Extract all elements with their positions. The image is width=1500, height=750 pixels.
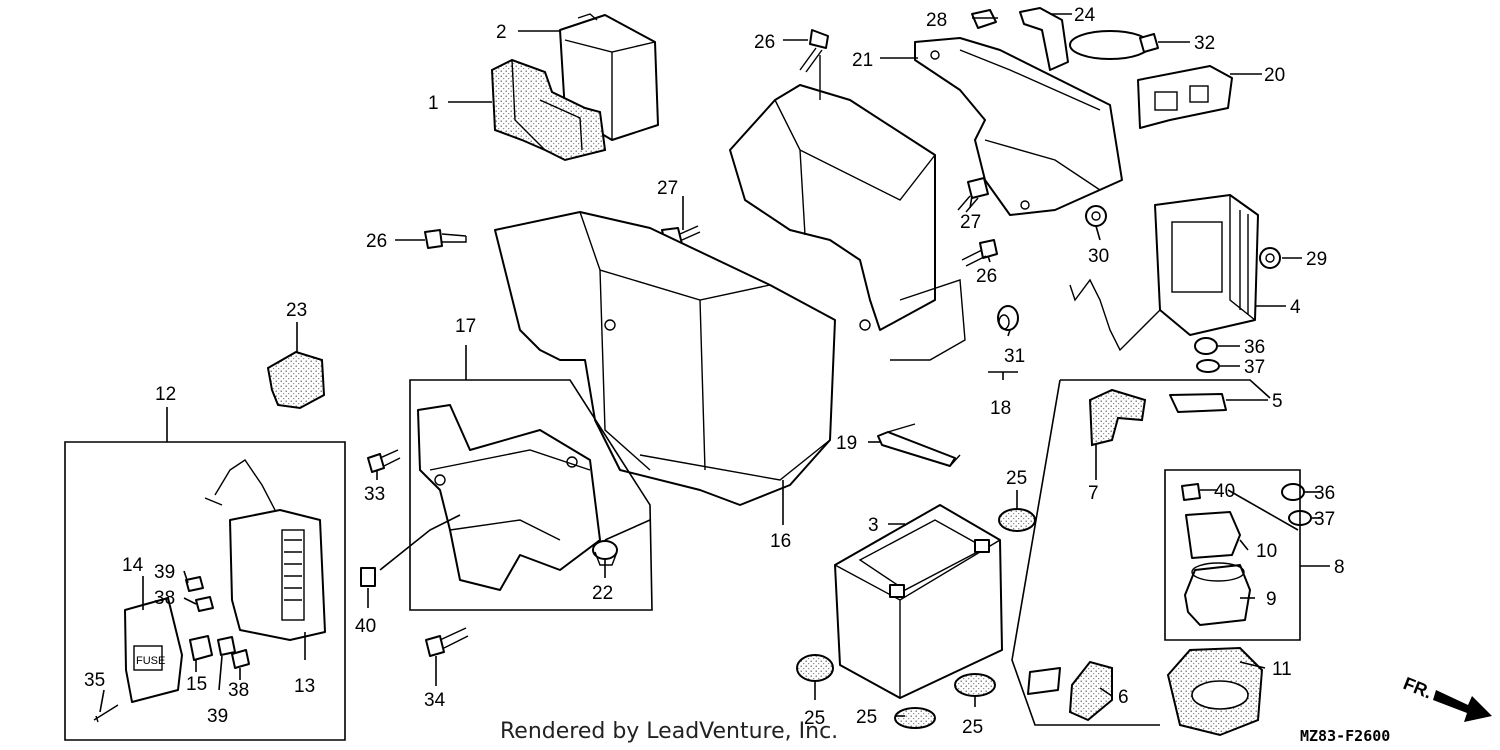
callout-34: 34 — [424, 690, 446, 711]
callout-27-left: 27 — [657, 178, 678, 199]
callout-18: 18 — [990, 398, 1011, 419]
callout-25-a: 25 — [1006, 468, 1027, 489]
part-25-pad-b — [796, 654, 834, 682]
part-40-clip-left — [360, 567, 376, 587]
callout-40-relay: 40 — [1214, 481, 1235, 502]
callout-5: 5 — [1272, 391, 1283, 412]
callout-37-lower: 37 — [1314, 509, 1335, 530]
callout-28: 28 — [926, 10, 947, 31]
callout-9: 9 — [1266, 589, 1277, 610]
part-25-pad-d — [954, 673, 996, 697]
part-21-upper-tray — [914, 37, 1123, 216]
callout-1: 1 — [428, 93, 439, 114]
callout-17: 17 — [455, 316, 476, 337]
part-27-bolt-right — [957, 177, 989, 213]
part-19-bolt — [877, 423, 961, 467]
callout-13: 13 — [294, 676, 315, 697]
part-33-bolt — [367, 449, 401, 473]
part-30-nut — [1085, 205, 1107, 227]
callout-7: 7 — [1088, 483, 1099, 504]
callout-24: 24 — [1074, 5, 1096, 26]
callout-14: 14 — [122, 555, 144, 576]
callout-30: 30 — [1088, 246, 1109, 267]
part-26-bolt-right — [961, 239, 998, 267]
callout-25-d: 25 — [962, 717, 983, 738]
part-28-nut — [971, 9, 997, 29]
part-26-bolt-top — [799, 29, 829, 73]
part-20-bracket — [1137, 65, 1233, 129]
callout-40-left: 40 — [355, 616, 376, 637]
fuse-lid-label: FUSE — [136, 655, 165, 667]
callout-25-c: 25 — [856, 707, 877, 728]
callout-37-upper: 37 — [1244, 357, 1265, 378]
part-17-lower-holder-group — [409, 379, 653, 611]
callout-36-lower: 36 — [1314, 483, 1335, 504]
part-1-rubber-mount — [490, 58, 607, 162]
callout-36-upper: 36 — [1244, 337, 1265, 358]
callout-22: 22 — [592, 583, 613, 604]
part-26-bolt-left — [424, 229, 467, 249]
callout-26-top: 26 — [754, 32, 775, 53]
part-6-cap — [1068, 660, 1113, 722]
part-23-clip-cover — [266, 350, 326, 410]
callout-26-left: 26 — [366, 231, 387, 252]
part-8-relay-group — [1164, 469, 1301, 641]
callout-3: 3 — [868, 515, 879, 536]
callout-19: 19 — [836, 433, 857, 454]
callout-39-bottom: 39 — [207, 706, 228, 727]
part-32-band — [1069, 30, 1159, 60]
callout-11: 11 — [1272, 659, 1292, 680]
part-25-pad-a — [998, 508, 1036, 532]
callout-10: 10 — [1256, 541, 1277, 562]
front-marker-text: FR. — [1401, 673, 1435, 702]
callout-25-b: 25 — [804, 708, 825, 729]
callout-23: 23 — [286, 300, 307, 321]
callout-29: 29 — [1306, 249, 1327, 270]
callout-20: 20 — [1264, 65, 1285, 86]
callout-32: 32 — [1194, 33, 1215, 54]
part-12-fuse-box-group — [64, 441, 346, 741]
callout-35: 35 — [84, 670, 105, 691]
callout-27-right: 27 — [960, 212, 981, 233]
callout-38-top: 38 — [154, 588, 175, 609]
part-37-washer-upper — [1196, 359, 1220, 373]
callout-15: 15 — [186, 674, 207, 695]
part-29-nut — [1259, 247, 1281, 269]
callout-31: 31 — [1004, 346, 1025, 367]
callout-8: 8 — [1334, 557, 1345, 578]
part-36-nut-upper — [1194, 337, 1218, 355]
callout-2: 2 — [496, 22, 507, 43]
callout-26-right: 26 — [976, 266, 997, 287]
part-4-regulator-rectifier — [1069, 194, 1259, 352]
part-11-relay-rubber — [1166, 646, 1264, 737]
callout-33: 33 — [364, 484, 385, 505]
part-34-bolt — [425, 627, 469, 657]
front-arrow-icon — [1433, 690, 1492, 722]
leader-lines — [99, 13, 1330, 717]
part-25-pad-c — [894, 707, 936, 729]
part-7-cap — [1088, 388, 1147, 447]
callout-21: 21 — [852, 50, 873, 71]
callout-16: 16 — [770, 531, 791, 552]
part-31-collar — [997, 305, 1019, 331]
callout-4: 4 — [1290, 297, 1301, 318]
callout-39-top: 39 — [154, 562, 175, 583]
callout-6: 6 — [1118, 687, 1129, 708]
front-direction-marker: FR. — [1401, 673, 1492, 722]
part-24-strap — [1019, 7, 1069, 71]
part-3-battery — [834, 504, 1003, 699]
render-credit: Rendered by LeadVenture, Inc. — [500, 719, 838, 744]
callout-12: 12 — [155, 384, 176, 405]
diagram-code: MZ83-F2600 — [1300, 727, 1390, 745]
part-16-battery-box — [494, 55, 966, 506]
callout-38-bottom: 38 — [228, 680, 249, 701]
part-5-cable-group — [1011, 379, 1271, 726]
callout-labels: 2 1 26 21 28 24 32 20 26 27 27 26 30 29 … — [84, 5, 1345, 738]
